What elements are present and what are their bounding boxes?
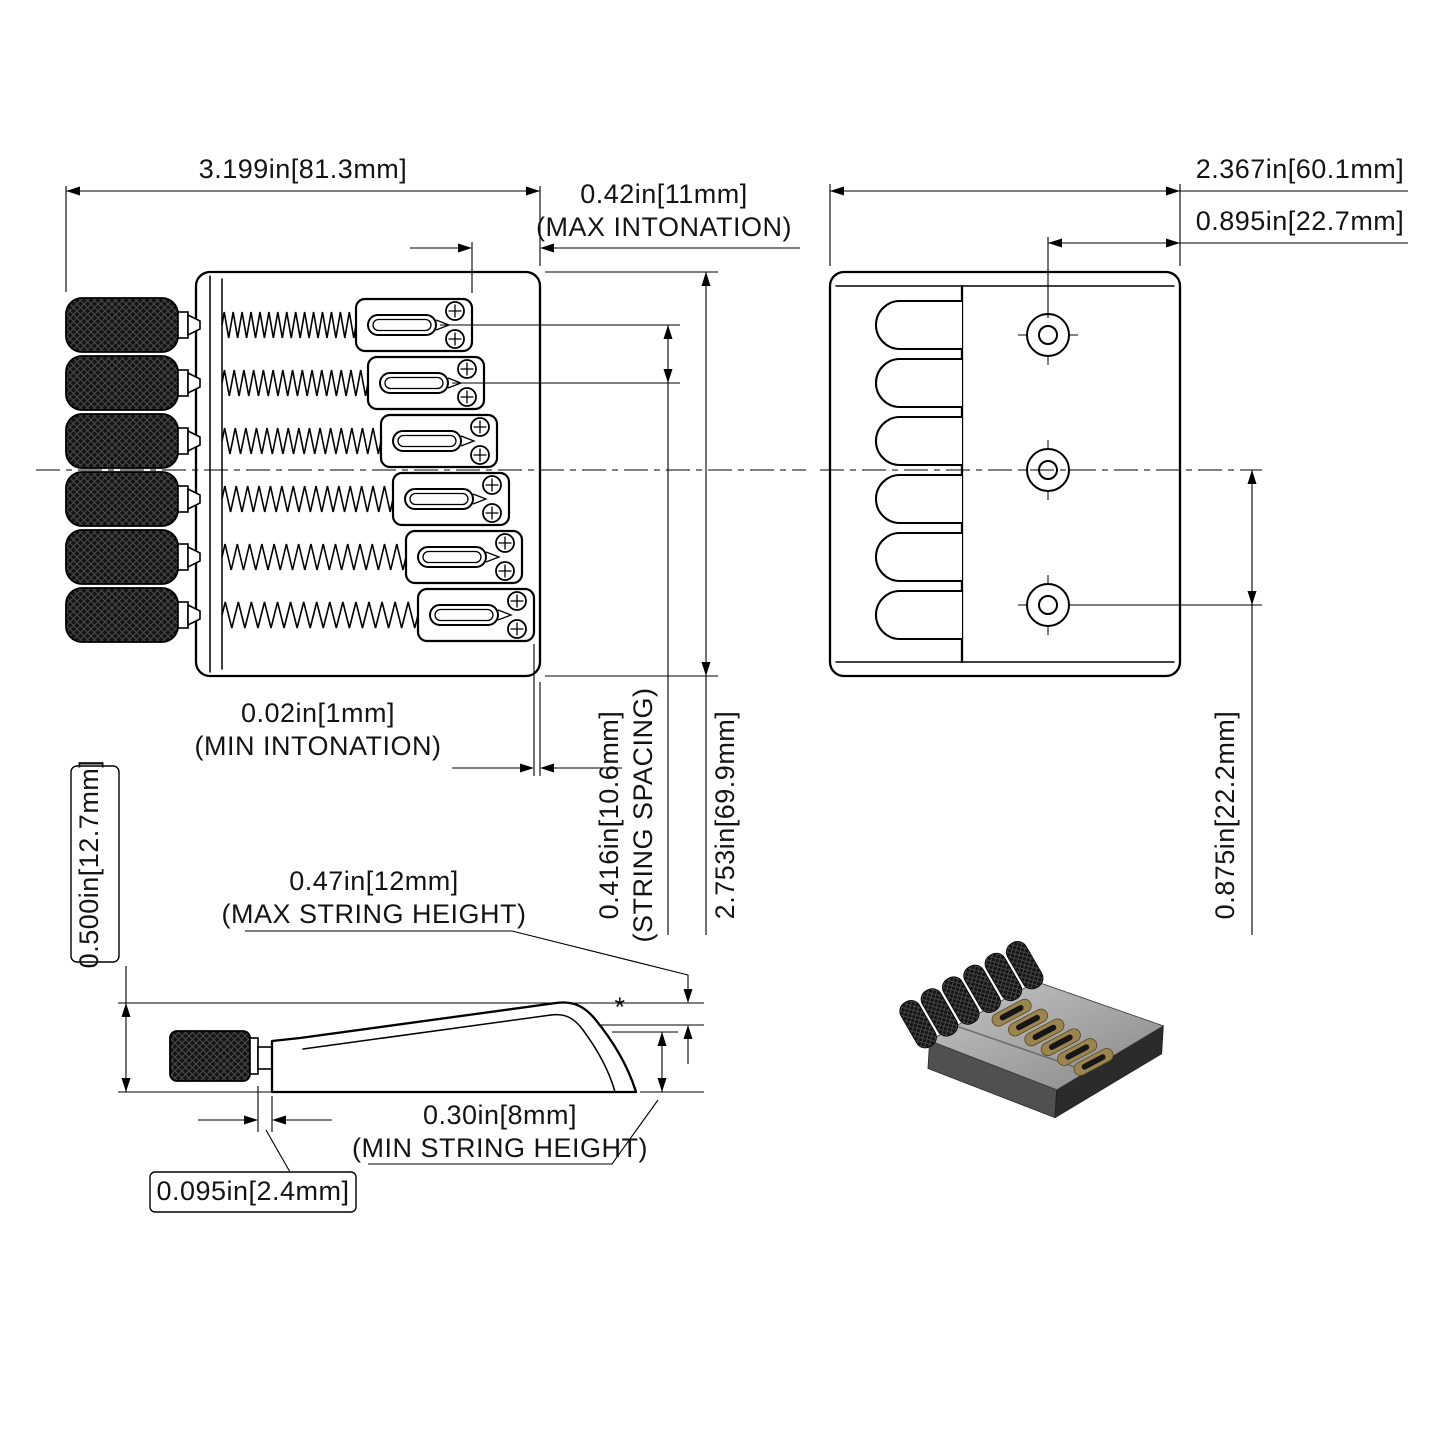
dim-hole-spacing: 0.875in[22.2mm]: [1072, 470, 1262, 935]
top-view: [36, 270, 806, 678]
iso-barrels: [899, 941, 1044, 1049]
dim-label-post-exposure: 0.095in[2.4mm]: [156, 1176, 349, 1206]
rear-view-dimensions: 2.367in[60.1mm] 0.895in[22.7mm] 0.875in[…: [829, 154, 1408, 935]
dim-label-min-string-height: 0.30in[8mm]: [423, 1100, 577, 1130]
dim-label-min-intonation: 0.02in[1mm]: [241, 698, 395, 728]
dim-label-body-length: 2.753in[69.9mm]: [710, 711, 740, 920]
dim-label-rear-width: 2.367in[60.1mm]: [1196, 154, 1405, 184]
dim-max-intonation: 0.42in[11mm] (MAX INTONATION): [410, 179, 800, 293]
dim-label-hole-to-edge: 0.895in[22.7mm]: [1196, 206, 1405, 236]
dim-rear-width: 2.367in[60.1mm]: [829, 154, 1408, 266]
dim-label-overall-width: 3.199in[81.3mm]: [199, 154, 408, 184]
dim-body-length: 2.753in[69.9mm]: [545, 271, 740, 935]
dim-post-exposure: 0.095in[2.4mm]: [149, 1086, 357, 1213]
side-view-note-marker: *: [614, 992, 625, 1022]
rear-view: [820, 270, 1262, 678]
dim-label-hole-spacing: 0.875in[22.2mm]: [1210, 711, 1240, 920]
top-view-dimensions: 3.199in[81.3mm] 0.42in[11mm] (MAX INTONA…: [65, 154, 800, 943]
dim-note-max-string-height: (MAX STRING HEIGHT): [222, 899, 527, 929]
iso-saddles: [991, 998, 1114, 1076]
dim-note-string-spacing: (STRING SPACING): [628, 687, 658, 942]
dim-note-min-string-height: (MIN STRING HEIGHT): [352, 1133, 648, 1163]
dim-hole-to-edge: 0.895in[22.7mm]: [1047, 206, 1408, 318]
dim-overall-height: 0.500in[12.7mm]: [70, 760, 704, 1093]
isometric-view: [899, 941, 1165, 1119]
dim-note-min-intonation: (MIN INTONATION): [195, 731, 442, 761]
dim-label-max-intonation: 0.42in[11mm]: [580, 179, 748, 209]
dim-overall-width: 3.199in[81.3mm]: [65, 154, 541, 292]
side-view-dimensions: 0.500in[12.7mm] 0.47in[12mm] (MAX STRING…: [70, 760, 704, 1213]
dim-label-string-spacing: 0.416in[10.6mm]: [594, 711, 624, 920]
tuner-barrel-side: [169, 1030, 273, 1082]
dim-min-string-height: 0.30in[8mm] (MIN STRING HEIGHT): [352, 1031, 678, 1165]
dim-min-intonation: 0.02in[1mm] (MIN INTONATION): [195, 644, 622, 776]
dim-label-overall-height: 0.500in[12.7mm]: [74, 760, 104, 969]
bridge-body-side: [270, 1001, 638, 1094]
dim-note-max-intonation: (MAX INTONATION): [536, 212, 792, 242]
dim-label-max-string-height: 0.47in[12mm]: [289, 866, 459, 896]
side-view: *: [169, 992, 638, 1094]
dim-string-spacing: 0.416in[10.6mm] (STRING SPACING): [440, 324, 680, 943]
dim-max-string-height: 0.47in[12mm] (MAX STRING HEIGHT): [222, 866, 704, 1064]
